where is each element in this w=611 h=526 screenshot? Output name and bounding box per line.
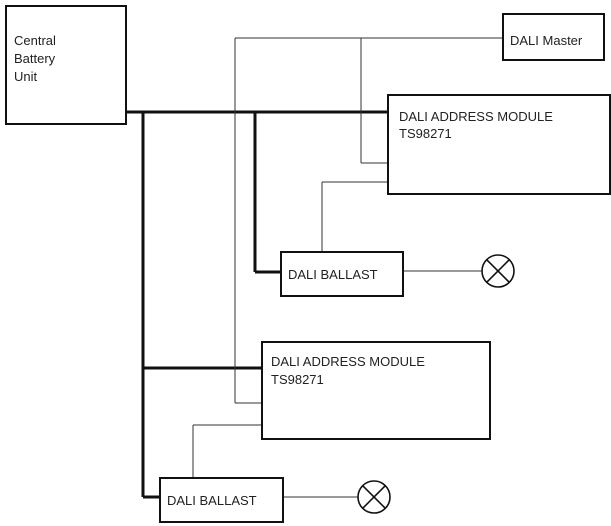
central-battery-unit-box	[5, 5, 127, 125]
dali-signal-lines	[192, 37, 503, 498]
dali-address-module-1-label-line-2: TS98271	[399, 126, 452, 141]
dali-address-module-2-box	[261, 341, 491, 440]
central-battery-unit-label-line-3: Unit	[14, 69, 38, 84]
dali-master-label: DALI Master	[510, 33, 583, 48]
dali-address-module-1-label-line-1: DALI ADDRESS MODULE	[399, 109, 553, 124]
dali-ballast-1-label: DALI BALLAST	[288, 267, 378, 282]
dali-address-module-2: DALI ADDRESS MODULE TS98271	[261, 341, 491, 440]
dali-ballast-1: DALI BALLAST	[280, 251, 404, 297]
central-battery-unit: Central Battery Unit	[5, 5, 127, 125]
central-battery-unit-label-line-2: Battery	[14, 51, 56, 66]
dali-ballast-2: DALI BALLAST	[159, 477, 284, 523]
central-battery-unit-label-line-1: Central	[14, 33, 56, 48]
power-bus	[126, 110, 388, 499]
lamp-1-icon	[481, 254, 515, 288]
dali-ballast-2-box	[159, 477, 284, 523]
dali-address-module-1: DALI ADDRESS MODULE TS98271	[387, 94, 611, 195]
dali-master-box	[502, 13, 605, 61]
dali-address-module-2-label-line-1: DALI ADDRESS MODULE	[271, 354, 425, 369]
dali-master: DALI Master	[502, 13, 605, 61]
lamp-2-icon	[357, 480, 391, 514]
dali-ballast-2-label: DALI BALLAST	[167, 493, 257, 508]
dali-address-module-2-label-line-2: TS98271	[271, 372, 324, 387]
dali-ballast-1-box	[280, 251, 404, 297]
dali-address-module-1-box	[387, 94, 611, 195]
